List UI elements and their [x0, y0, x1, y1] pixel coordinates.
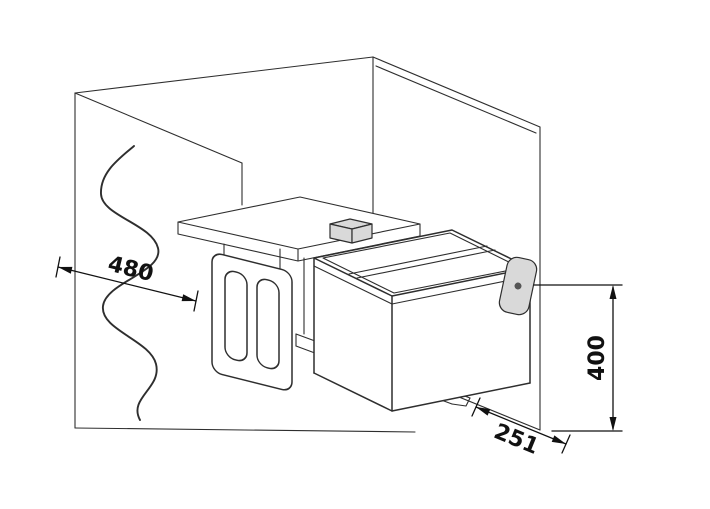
- dimension-depth-480: 480: [55, 252, 199, 312]
- dimension-height-400: 400: [533, 284, 623, 432]
- bin-lid: [177, 196, 421, 262]
- waste-bins: [313, 229, 538, 412]
- extension-dimension-label: 251: [490, 419, 542, 460]
- cabinet-outline: [74, 56, 416, 433]
- power-cord: [100, 145, 160, 421]
- front-bracket: [211, 243, 293, 391]
- depth-dimension-label: 480: [105, 252, 156, 287]
- lid-connector-block: [329, 218, 373, 244]
- dimension-extension-251: 251: [471, 397, 571, 460]
- height-dimension-label: 400: [585, 335, 610, 381]
- bin-handle-bracket: [498, 256, 538, 316]
